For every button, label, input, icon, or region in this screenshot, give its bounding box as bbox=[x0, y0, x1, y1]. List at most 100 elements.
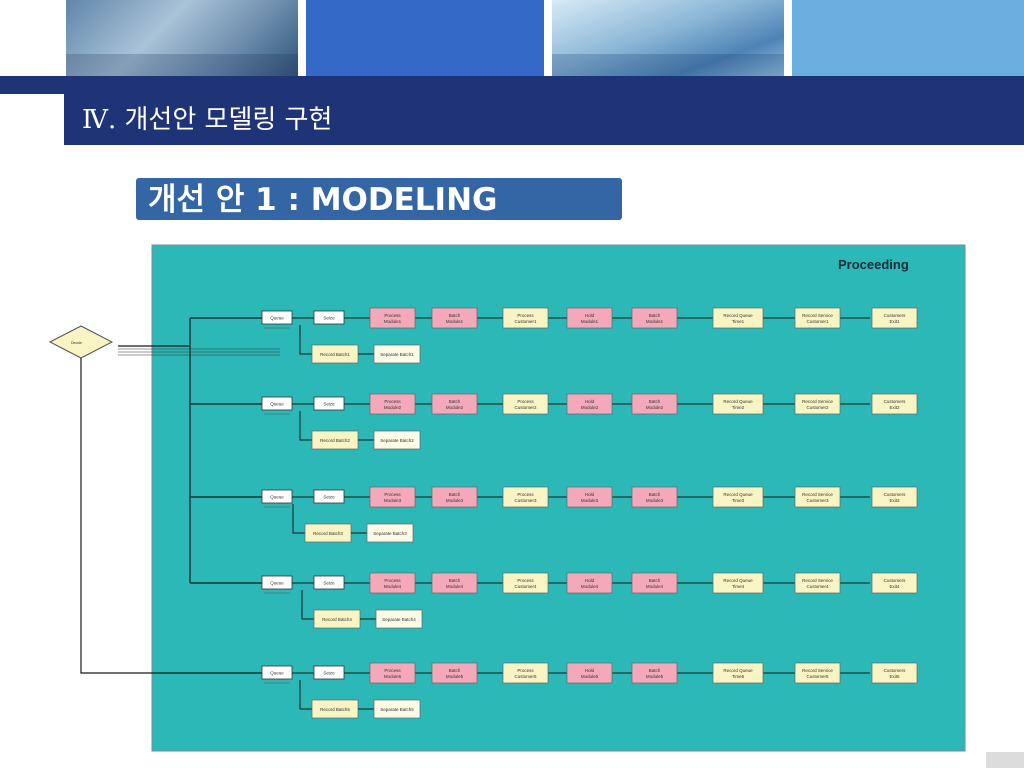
process-block-label: Time2 bbox=[732, 405, 745, 410]
process-block bbox=[794, 393, 841, 415]
process-block-label: Hold bbox=[585, 492, 595, 497]
process-block bbox=[431, 662, 478, 684]
subtitle-text: 개선 안 1 : MODELING bbox=[148, 182, 498, 218]
process-block bbox=[431, 486, 478, 508]
trunk-line-outer bbox=[80, 358, 262, 674]
title-bar bbox=[64, 76, 1024, 145]
process-block bbox=[502, 486, 549, 508]
process-block-label: Exit5 bbox=[889, 674, 900, 679]
process-block-label: Process bbox=[517, 399, 534, 404]
process-block-label: Exit3 bbox=[889, 498, 900, 503]
process-block-label: Record Queue bbox=[723, 399, 753, 404]
process-block-label: Customers bbox=[884, 492, 907, 497]
process-block-label: Record Service bbox=[802, 668, 833, 673]
process-block bbox=[431, 393, 478, 415]
record-batch-label: Record Batch3 bbox=[313, 531, 343, 536]
record-batch-label: Record Batch1 bbox=[320, 352, 350, 357]
flow-lines bbox=[80, 318, 280, 674]
process-block-label: Module1 bbox=[446, 319, 464, 324]
process-block-label: Module5 bbox=[646, 674, 664, 679]
separate-batch-label: Separate Batch5 bbox=[380, 707, 414, 712]
process-block bbox=[871, 486, 918, 508]
process-block-label: Customers bbox=[884, 399, 907, 404]
seize-block bbox=[313, 396, 345, 411]
process-block-label: Customers bbox=[884, 578, 907, 583]
process-block-label: Record Service bbox=[802, 313, 833, 318]
process-block bbox=[566, 393, 613, 415]
process-block-label: Module5 bbox=[581, 674, 599, 679]
seize-label: Seize bbox=[323, 671, 335, 676]
process-block bbox=[566, 572, 613, 594]
seize-block bbox=[313, 665, 345, 680]
process-block-label: Hold bbox=[585, 578, 595, 583]
process-block bbox=[369, 662, 416, 684]
process-block-label: Batch bbox=[649, 492, 661, 497]
process-block-label: Customers bbox=[884, 313, 907, 318]
process-block-label: Process bbox=[517, 578, 534, 583]
process-block-label: Module4 bbox=[581, 584, 599, 589]
process-block bbox=[712, 307, 764, 329]
process-block-label: Hold bbox=[585, 313, 595, 318]
queue-block bbox=[261, 310, 293, 325]
process-block bbox=[631, 486, 678, 508]
queue-label: Queue bbox=[270, 581, 284, 586]
process-block-label: Time4 bbox=[732, 584, 745, 589]
separate-batch-block bbox=[373, 344, 421, 364]
process-block-label: Customer4 bbox=[806, 584, 829, 589]
process-block-label: Batch bbox=[449, 668, 461, 673]
queue-block bbox=[261, 575, 293, 590]
process-block bbox=[871, 572, 918, 594]
process-block bbox=[712, 572, 764, 594]
queue-label: Queue bbox=[270, 671, 284, 676]
separate-batch-label: Separate Batch3 bbox=[373, 531, 407, 536]
process-block bbox=[502, 662, 549, 684]
seize-label: Seize bbox=[323, 581, 335, 586]
process-block bbox=[712, 486, 764, 508]
corner-tab bbox=[986, 752, 1024, 768]
process-block-label: Process bbox=[384, 578, 401, 583]
seize-block bbox=[313, 575, 345, 590]
slide-title: Ⅳ. 개선안 모델링 구현 bbox=[82, 105, 333, 135]
seize-label: Seize bbox=[323, 495, 335, 500]
process-block-label: Time3 bbox=[732, 498, 745, 503]
process-block bbox=[631, 393, 678, 415]
process-block-label: Module4 bbox=[446, 584, 464, 589]
seize-label: Seize bbox=[323, 316, 335, 321]
process-block-label: Customer3 bbox=[514, 498, 537, 503]
banner-light-blue-panel bbox=[792, 0, 1024, 76]
separate-batch-label: Separate Batch1 bbox=[380, 352, 414, 357]
process-block-label: Time1 bbox=[732, 319, 745, 324]
process-block bbox=[712, 662, 764, 684]
process-block bbox=[712, 393, 764, 415]
process-block-label: Record Queue bbox=[723, 668, 753, 673]
seize-block bbox=[313, 489, 345, 504]
record-batch-label: Record Batch5 bbox=[320, 707, 350, 712]
process-block-label: Batch bbox=[449, 492, 461, 497]
process-block-label: Hold bbox=[585, 399, 595, 404]
queue-block bbox=[261, 489, 293, 504]
process-block-label: Record Service bbox=[802, 492, 833, 497]
process-block bbox=[794, 572, 841, 594]
process-block-label: Customer1 bbox=[514, 319, 537, 324]
process-block bbox=[871, 662, 918, 684]
process-block-label: Module1 bbox=[384, 319, 402, 324]
process-block-label: Customer1 bbox=[806, 319, 829, 324]
process-block-label: Process bbox=[384, 313, 401, 318]
process-block-label: Customer2 bbox=[514, 405, 537, 410]
record-batch-label: Record Batch2 bbox=[320, 438, 350, 443]
process-block-label: Module5 bbox=[384, 674, 402, 679]
process-block bbox=[566, 662, 613, 684]
process-block bbox=[631, 662, 678, 684]
banner-blue-panel bbox=[306, 0, 544, 76]
decide-diamond bbox=[48, 325, 114, 359]
process-block-label: Batch bbox=[649, 668, 661, 673]
process-block bbox=[871, 393, 918, 415]
process-block bbox=[431, 572, 478, 594]
process-block-label: Module2 bbox=[384, 405, 402, 410]
process-block-label: Module3 bbox=[384, 498, 402, 503]
record-branch-line bbox=[301, 590, 314, 620]
process-block-label: Batch bbox=[449, 313, 461, 318]
